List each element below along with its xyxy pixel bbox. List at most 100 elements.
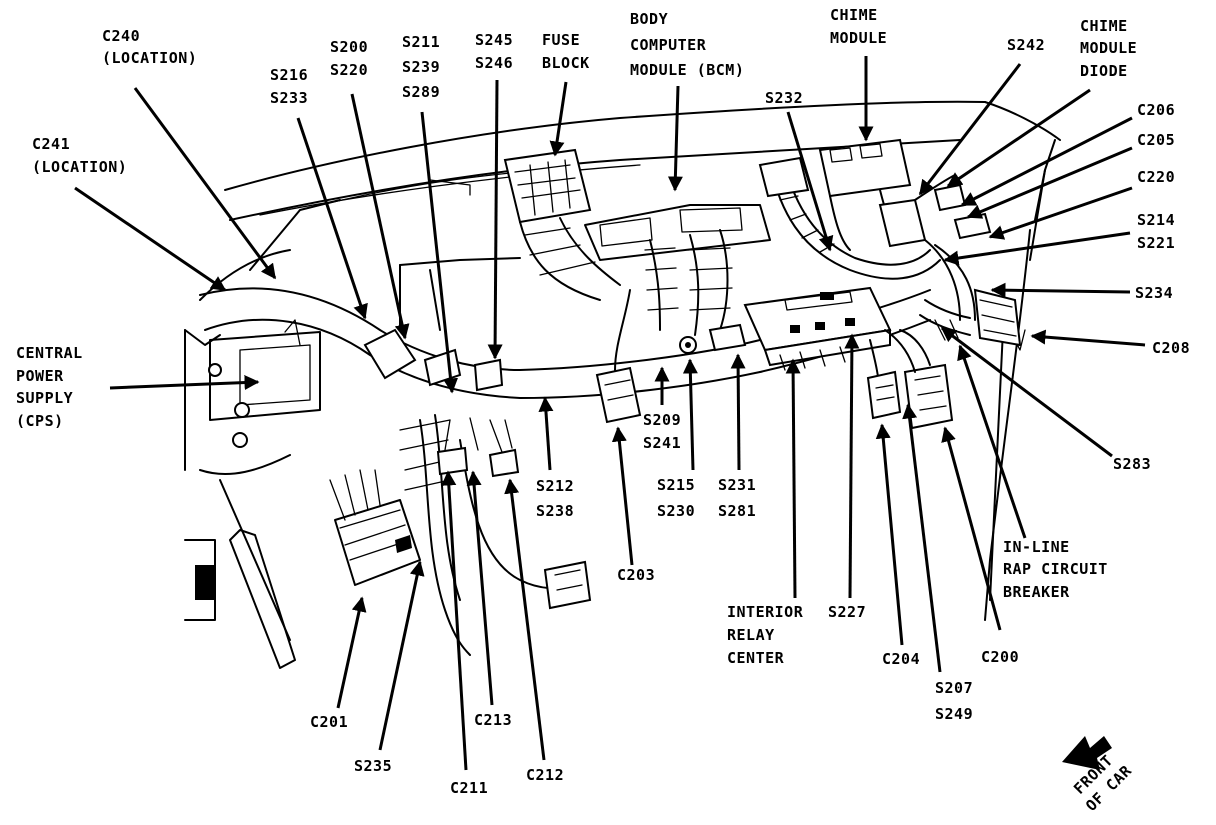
svg-text:CENTRAL: CENTRAL xyxy=(16,344,83,362)
svg-text:S216: S216 xyxy=(270,66,308,84)
label-c205: C205 xyxy=(1137,131,1175,149)
label-c240: C240 (LOCATION) xyxy=(102,27,197,67)
svg-text:C200: C200 xyxy=(981,648,1019,666)
label-s200-s220: S200 S220 xyxy=(330,38,368,79)
svg-text:CHIME: CHIME xyxy=(830,6,878,24)
svg-text:S242: S242 xyxy=(1007,36,1045,54)
svg-text:S249: S249 xyxy=(935,705,973,723)
svg-text:RELAY: RELAY xyxy=(727,626,775,644)
svg-text:(LOCATION): (LOCATION) xyxy=(102,49,197,67)
svg-text:S211: S211 xyxy=(402,33,440,51)
label-c241: C241 (LOCATION) xyxy=(32,135,127,176)
svg-text:S214: S214 xyxy=(1137,211,1175,229)
svg-text:BODY: BODY xyxy=(630,10,668,28)
svg-text:BREAKER: BREAKER xyxy=(1003,583,1070,601)
svg-text:RAP CIRCUIT: RAP CIRCUIT xyxy=(1003,560,1108,578)
svg-text:S209: S209 xyxy=(643,411,681,429)
svg-text:C213: C213 xyxy=(474,711,512,729)
svg-text:C205: C205 xyxy=(1137,131,1175,149)
leader-arrows xyxy=(74,56,1146,771)
svg-text:S234: S234 xyxy=(1135,284,1173,302)
svg-text:(CPS): (CPS) xyxy=(16,412,64,430)
label-chime-module: CHIME MODULE xyxy=(830,6,887,47)
label-s207-s249: S207 S249 xyxy=(935,679,973,723)
svg-text:C208: C208 xyxy=(1152,339,1190,357)
label-s215-s230: S215 S230 xyxy=(657,476,695,520)
svg-text:S241: S241 xyxy=(643,434,681,452)
label-s235: S235 xyxy=(354,757,392,775)
label-body-computer-module: BODY COMPUTER MODULE (BCM) xyxy=(630,10,744,79)
svg-text:S200: S200 xyxy=(330,38,368,56)
label-s214-s221: S214 S221 xyxy=(1137,211,1175,252)
svg-text:INTERIOR: INTERIOR xyxy=(727,603,804,621)
label-c200: C200 xyxy=(981,648,1019,666)
label-interior-relay-center: INTERIOR RELAY CENTER xyxy=(727,603,804,667)
svg-text:CHIME: CHIME xyxy=(1080,17,1128,35)
svg-text:C204: C204 xyxy=(882,650,920,668)
svg-text:C241: C241 xyxy=(32,135,70,153)
label-s245-s246: S245 S246 xyxy=(475,31,513,72)
label-s283: S283 xyxy=(1113,455,1151,473)
label-s209-s241: S209 S241 xyxy=(643,411,681,452)
svg-text:C212: C212 xyxy=(526,766,564,784)
svg-text:S233: S233 xyxy=(270,89,308,107)
svg-text:S215: S215 xyxy=(657,476,695,494)
label-s234: S234 xyxy=(1135,284,1173,302)
label-c211: C211 xyxy=(450,779,488,797)
svg-text:S239: S239 xyxy=(402,58,440,76)
label-inline-rap-circuit-breaker: IN-LINE RAP CIRCUIT BREAKER xyxy=(1003,538,1108,601)
svg-text:S238: S238 xyxy=(536,502,574,520)
dashboard-structure xyxy=(184,100,1112,770)
svg-text:S246: S246 xyxy=(475,54,513,72)
label-s231-s281: S231 S281 xyxy=(718,476,756,520)
svg-text:CENTER: CENTER xyxy=(727,649,785,667)
svg-text:POWER: POWER xyxy=(16,367,64,385)
label-s216-s233: S216 S233 xyxy=(270,66,308,107)
svg-text:C220: C220 xyxy=(1137,168,1175,186)
label-s211-s239-s289: S211 S239 S289 xyxy=(402,33,440,101)
label-central-power-supply: CENTRAL POWER SUPPLY (CPS) xyxy=(16,344,83,430)
svg-text:S245: S245 xyxy=(475,31,513,49)
svg-text:S289: S289 xyxy=(402,83,440,101)
label-s212-s238: S212 S238 xyxy=(536,477,574,520)
svg-text:S212: S212 xyxy=(536,477,574,495)
label-c201: C201 xyxy=(310,713,348,731)
svg-text:S207: S207 xyxy=(935,679,973,697)
svg-text:C201: C201 xyxy=(310,713,348,731)
svg-text:DIODE: DIODE xyxy=(1080,62,1128,80)
svg-text:C203: C203 xyxy=(617,566,655,584)
svg-text:S227: S227 xyxy=(828,603,866,621)
svg-text:MODULE: MODULE xyxy=(830,29,887,47)
label-c220: C220 xyxy=(1137,168,1175,186)
svg-text:C211: C211 xyxy=(450,779,488,797)
svg-text:SUPPLY: SUPPLY xyxy=(16,389,73,407)
label-c204: C204 xyxy=(882,650,920,668)
svg-text:S231: S231 xyxy=(718,476,756,494)
label-s227: S227 xyxy=(828,603,866,621)
svg-text:BLOCK: BLOCK xyxy=(542,54,590,72)
label-c206: C206 xyxy=(1137,101,1175,119)
svg-text:S232: S232 xyxy=(765,89,803,107)
svg-text:C240: C240 xyxy=(102,27,140,45)
label-c208: C208 xyxy=(1152,339,1190,357)
svg-text:MODULE: MODULE xyxy=(1080,39,1137,57)
svg-text:COMPUTER: COMPUTER xyxy=(630,36,707,54)
svg-text:S230: S230 xyxy=(657,502,695,520)
svg-text:IN-LINE: IN-LINE xyxy=(1003,538,1070,556)
svg-text:C206: C206 xyxy=(1137,101,1175,119)
svg-text:S221: S221 xyxy=(1137,234,1175,252)
svg-text:(LOCATION): (LOCATION) xyxy=(32,158,127,176)
label-c203: C203 xyxy=(617,566,655,584)
svg-text:S235: S235 xyxy=(354,757,392,775)
label-s232: S232 xyxy=(765,89,803,107)
label-chime-module-diode: CHIME MODULE DIODE xyxy=(1080,17,1137,80)
svg-text:FUSE: FUSE xyxy=(542,31,580,49)
svg-text:S220: S220 xyxy=(330,61,368,79)
label-c212: C212 xyxy=(526,766,564,784)
label-s242: S242 xyxy=(1007,36,1045,54)
svg-text:S281: S281 xyxy=(718,502,756,520)
label-c213: C213 xyxy=(474,711,512,729)
svg-text:MODULE (BCM): MODULE (BCM) xyxy=(630,61,744,79)
